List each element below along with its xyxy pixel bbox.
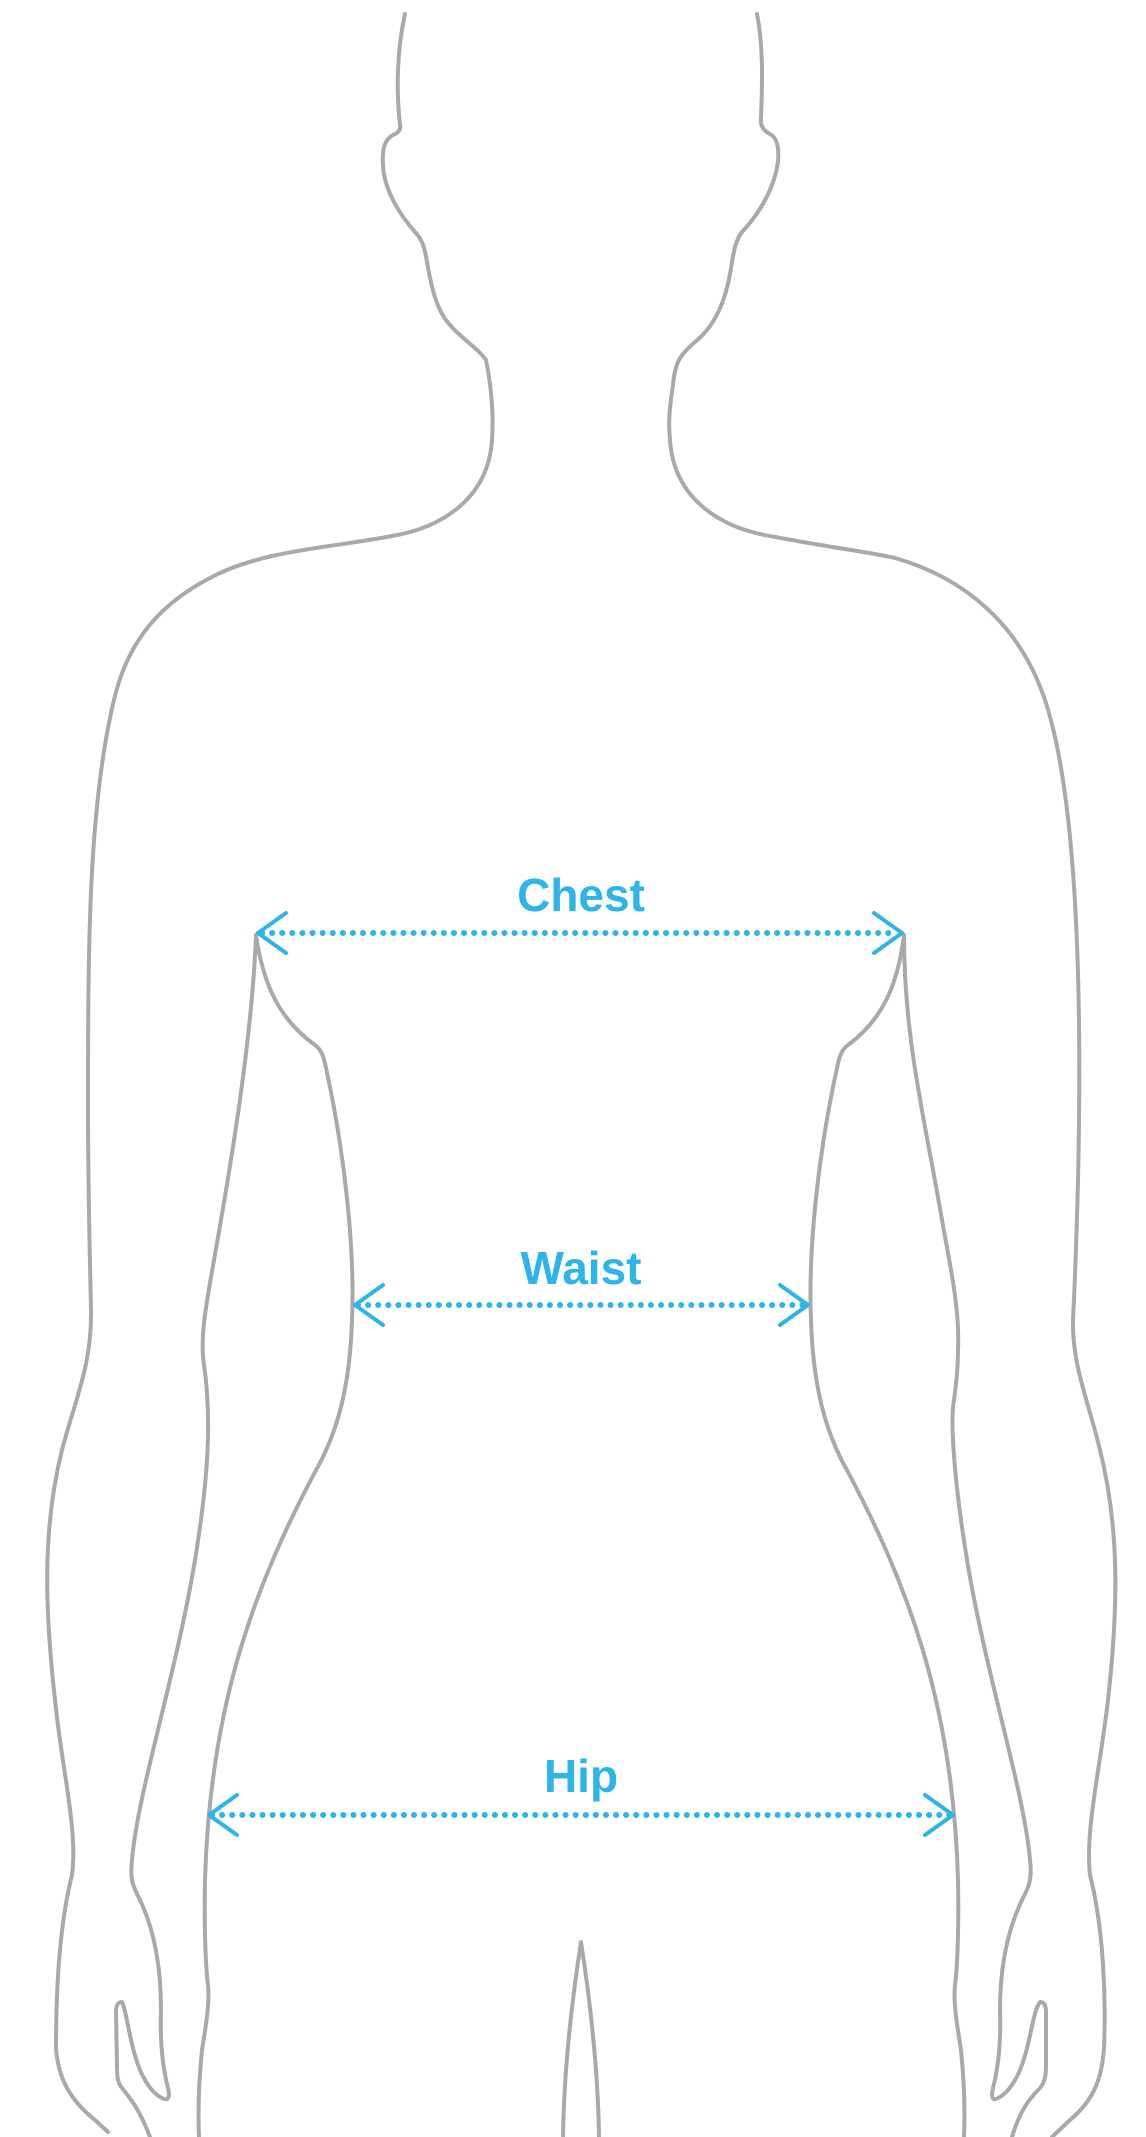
right-body-outline [669,14,1115,2137]
chest-label: Chest [517,869,645,921]
left-hand-outline [116,935,256,2137]
inseam-outline [563,1942,599,2137]
right-hand-outline [904,935,1046,2137]
right-torso-outline [810,935,964,2137]
body-silhouette [47,14,1115,2137]
waist-measurement: Waist [355,1242,808,1325]
left-torso-outline [198,935,352,2137]
hip-measurement: Hip [209,1750,953,1835]
hip-label: Hip [544,1750,618,1802]
waist-label: Waist [521,1242,642,1294]
chest-measurement: Chest [258,869,902,953]
